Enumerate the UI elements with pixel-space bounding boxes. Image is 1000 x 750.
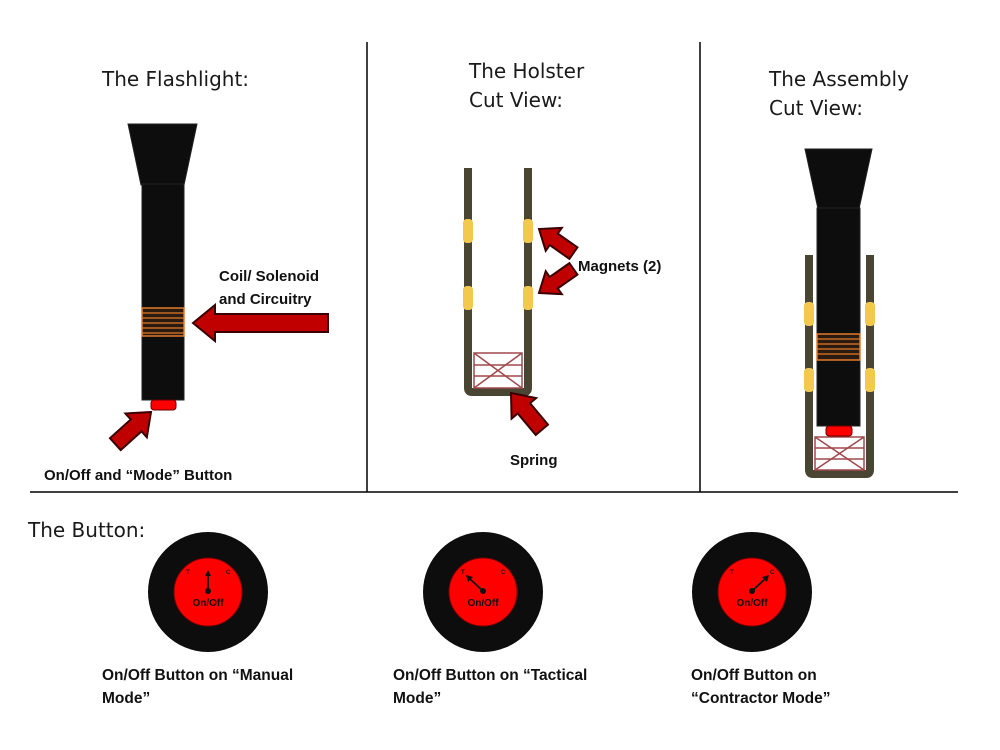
spring-label: Spring: [510, 452, 558, 469]
dial-pivot: [749, 588, 755, 594]
dial-letter-t: T: [461, 570, 465, 576]
dial-on-off-text: On/Off: [736, 598, 768, 609]
assembly-coil: [816, 333, 861, 361]
dial-letter-c: C: [770, 570, 775, 576]
assembly-title-line1: The Assembly: [768, 67, 909, 91]
dial-caption-manual-line2: Mode”: [102, 690, 150, 707]
assembly-title-line2: Cut View:: [769, 96, 863, 120]
assembly-magnet-right-top: [865, 302, 875, 326]
coil-label-line2: and Circuitry: [219, 291, 312, 308]
dial-letter-t: T: [186, 570, 190, 576]
dial-caption-contractor-line2: “Contractor Mode”: [691, 690, 831, 707]
button-arrow: [108, 410, 153, 452]
dial-letter-t: T: [730, 570, 734, 576]
dial-letter-c: C: [226, 570, 231, 576]
flashlight-panel: The Flashlight: Coil/ Solenoid and Circu…: [44, 67, 329, 484]
dial-contractor: T C On/Off: [692, 532, 812, 652]
magnets-label: Magnets (2): [578, 258, 661, 275]
dial-manual: T C On/Off: [148, 532, 268, 652]
flashlight-head: [127, 123, 198, 186]
holster-magnet-left-bottom: [463, 286, 473, 310]
dial-caption-contractor-line1: On/Off Button on: [691, 667, 817, 684]
assembly-holster-wall: [805, 255, 874, 478]
assembly-magnet-left-bottom: [804, 368, 814, 392]
dial-pointer-head: [466, 575, 473, 582]
magnet-arrow-top: [537, 226, 579, 261]
holster-magnet-right-top: [523, 219, 533, 243]
dial-pointer-head: [762, 575, 769, 582]
dial-on-off-text: On/Off: [467, 598, 499, 609]
dial-tactical: T C On/Off: [423, 532, 543, 652]
holster-magnet-right-bottom: [523, 286, 533, 310]
holster-illustration: [463, 168, 533, 396]
spring-arrow: [509, 391, 550, 437]
button-label: On/Off and “Mode” Button: [44, 467, 232, 484]
holster-panel: The Holster Cut View: Magnets (2) Spring: [463, 59, 661, 469]
dial-pivot: [480, 588, 486, 594]
coil-arrow: [191, 302, 329, 344]
coil-label-line1: Coil/ Solenoid: [219, 268, 319, 285]
holster-title-line2: Cut View:: [469, 88, 563, 112]
holster-spring: [473, 352, 523, 389]
flashlight-coil: [141, 307, 185, 337]
dial-caption-tactical-line2: Mode”: [393, 690, 441, 707]
holster-title-line1: The Holster: [468, 59, 585, 83]
dial-caption-manual-line1: On/Off Button on “Manual: [102, 667, 293, 684]
assembly-flashlight-head: [804, 148, 873, 210]
assembly-magnet-left-top: [804, 302, 814, 326]
holster-wall: [464, 168, 532, 396]
assembly-illustration: [804, 148, 875, 478]
magnet-arrow-bottom: [537, 261, 579, 296]
dial-caption-tactical-line1: On/Off Button on “Tactical: [393, 667, 587, 684]
flashlight-title: The Flashlight:: [101, 67, 249, 91]
flashlight-button: [150, 399, 177, 411]
flashlight-body: [141, 183, 185, 401]
button-section-title: The Button:: [27, 518, 145, 542]
button-section: The Button: T C On/Off On/Off Button on …: [27, 518, 831, 707]
assembly-panel: The Assembly Cut View:: [768, 67, 909, 478]
holster-magnet-left-top: [463, 219, 473, 243]
dial-letter-c: C: [501, 570, 506, 576]
dial-pivot: [205, 588, 211, 594]
assembly-button: [825, 425, 853, 437]
assembly-spring: [814, 436, 865, 471]
assembly-magnet-right-bottom: [865, 368, 875, 392]
assembly-flashlight-body: [816, 207, 861, 427]
dial-on-off-text: On/Off: [192, 598, 224, 609]
flashlight-illustration: [127, 123, 198, 411]
dial-pointer-head: [205, 570, 211, 576]
